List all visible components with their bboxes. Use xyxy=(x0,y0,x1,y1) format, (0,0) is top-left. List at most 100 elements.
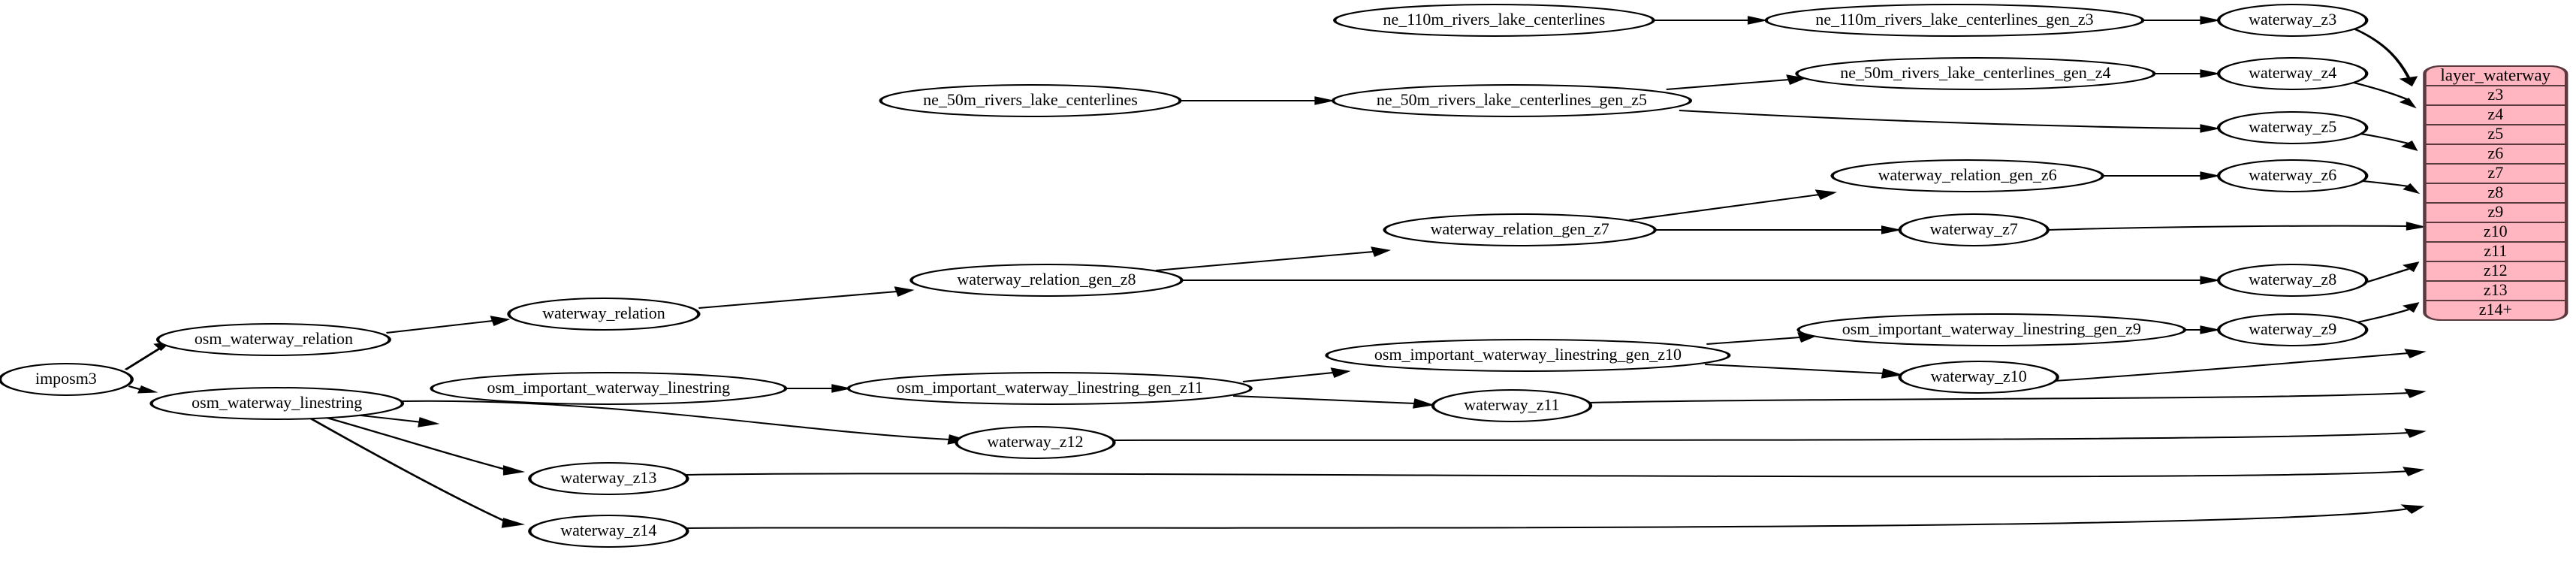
node-label: ne_50m_rivers_lake_centerlines_gen_z4 xyxy=(1840,63,2110,82)
layer-waterway-table: layer_waterwayz3z4z5z6z7z8z9z10z11z12z13… xyxy=(2423,65,2568,321)
node-ellipse xyxy=(955,426,1116,459)
edge-gen_z10-to-waterway_z10 xyxy=(1705,364,1904,379)
graph-node-osm_important_waterway_linestring[interactable]: osm_important_waterway_linestring xyxy=(430,372,788,405)
layer-table-row-label: z5 xyxy=(2487,124,2503,143)
node-ellipse xyxy=(846,372,1253,405)
graph-node-waterway_z4[interactable]: waterway_z4 xyxy=(2216,57,2369,90)
edge-waterway_relation_gen_z7-to-waterway_z7 xyxy=(1654,225,1902,234)
graph-node-ne_50m_rivers_lake_centerlines[interactable]: ne_50m_rivers_lake_centerlines xyxy=(879,84,1182,117)
node-label: waterway_z10 xyxy=(1931,367,2027,385)
graph-node-ne_110m_rivers_lake_centerlines_gen_z3[interactable]: ne_110m_rivers_lake_centerlines_gen_z3 xyxy=(1764,4,2145,37)
node-ellipse xyxy=(1898,361,2059,394)
graph-node-waterway_z14[interactable]: waterway_z14 xyxy=(528,515,689,548)
graph-node-waterway_relation_gen_z6[interactable]: waterway_relation_gen_z6 xyxy=(1830,159,2104,192)
node-ellipse xyxy=(1325,339,1731,372)
node-label: waterway_relation_gen_z6 xyxy=(1878,165,2057,184)
layer-table-row-z8[interactable]: z8 xyxy=(2424,183,2567,201)
layer-table-row-z13[interactable]: z13 xyxy=(2424,280,2567,299)
edge-osm_waterway_linestring-to-waterway_z14 xyxy=(309,418,526,528)
layer-table-row-z5[interactable]: z5 xyxy=(2424,124,2567,143)
edge-waterway_z11-to-layer-z11 xyxy=(1587,388,2427,403)
layer-table-row-z12[interactable]: z12 xyxy=(2424,261,2567,279)
node-ellipse xyxy=(528,462,689,495)
node-label: waterway_z11 xyxy=(1464,395,1559,414)
edge-waterway_z6-to-layer-z6 xyxy=(2354,180,2421,195)
graph-node-waterway_z9[interactable]: waterway_z9 xyxy=(2216,313,2369,346)
edge-waterway_z9-to-layer-z9 xyxy=(2353,302,2420,324)
edge-waterway_relation_gen_z8-to-gen_z7 xyxy=(1155,246,1392,271)
node-ellipse xyxy=(2216,159,2369,192)
graph-node-waterway_z8[interactable]: waterway_z8 xyxy=(2216,264,2369,297)
layer-table-row-z7[interactable]: z7 xyxy=(2424,163,2567,182)
edge-imposm3-to-osm_waterway_linestring xyxy=(128,385,158,394)
graph-node-waterway_z12[interactable]: waterway_z12 xyxy=(955,426,1116,459)
node-label: waterway_z13 xyxy=(560,468,656,487)
node-label: osm_waterway_relation xyxy=(195,329,353,348)
graph-node-waterway_z11[interactable]: waterway_z11 xyxy=(1431,389,1593,422)
graph-node-ne_50m_rivers_lake_centerlines_gen_z4[interactable]: ne_50m_rivers_lake_centerlines_gen_z4 xyxy=(1795,57,2156,90)
node-ellipse xyxy=(528,515,689,548)
layer-table-row-z14+[interactable]: z14+ xyxy=(2424,300,2567,319)
node-ellipse xyxy=(2216,4,2369,37)
graph-node-ne_110m_rivers_lake_centerlines[interactable]: ne_110m_rivers_lake_centerlines xyxy=(1333,4,1655,37)
edge-waterway_z14-to-layer-z14plus xyxy=(684,504,2425,529)
edge-gen_z11-to-gen_z10 xyxy=(1242,367,1351,382)
edge-waterway_relation-to-waterway_relation_gen_z8 xyxy=(698,286,915,309)
graph-node-waterway_z5[interactable]: waterway_z5 xyxy=(2216,111,2369,144)
layer-table-row-z11[interactable]: z11 xyxy=(2424,241,2567,260)
layer-table-row-label: z4 xyxy=(2487,104,2503,123)
node-ellipse xyxy=(0,363,134,396)
graph-node-osm_important_waterway_linestring_gen_z11[interactable]: osm_important_waterway_linestring_gen_z1… xyxy=(846,372,1253,405)
node-ellipse xyxy=(2216,264,2369,297)
graph-node-imposm3[interactable]: imposm3 xyxy=(0,363,134,396)
layer-table-header-label: layer_waterway xyxy=(2440,65,2550,84)
graph-node-waterway_z3[interactable]: waterway_z3 xyxy=(2216,4,2369,37)
layer-table-row-z10[interactable]: z10 xyxy=(2424,222,2567,240)
edge-ne50m_gen_z5-to-waterway_z5 xyxy=(1679,110,2221,133)
node-label: waterway_z7 xyxy=(1930,219,2018,238)
layer-table-row-z4[interactable]: z4 xyxy=(2424,104,2567,123)
node-ellipse xyxy=(1795,57,2156,90)
layer-table-row-z9[interactable]: z9 xyxy=(2424,202,2567,221)
edge-gen_z11-to-waterway_z11 xyxy=(1232,395,1435,409)
layer-table-row-label: z14+ xyxy=(2479,300,2512,319)
node-ellipse xyxy=(1764,4,2145,37)
edge-waterway_z4-to-layer-z4 xyxy=(2353,82,2417,109)
node-label: ne_110m_rivers_lake_centerlines_gen_z3 xyxy=(1815,10,2093,29)
graph-node-waterway_z13[interactable]: waterway_z13 xyxy=(528,462,689,495)
graph-node-osm_important_waterway_linestring_gen_z10[interactable]: osm_important_waterway_linestring_gen_z1… xyxy=(1325,339,1731,372)
graph-node-osm_waterway_linestring[interactable]: osm_waterway_linestring xyxy=(149,387,405,420)
graph-node-waterway_relation[interactable]: waterway_relation xyxy=(507,298,701,331)
edge-ne110m_gen_z3-to-waterway_z3 xyxy=(2143,16,2221,25)
graph-node-ne_50m_rivers_lake_centerlines_gen_z5[interactable]: ne_50m_rivers_lake_centerlines_gen_z5 xyxy=(1331,84,1693,117)
graph-node-osm_waterway_relation[interactable]: osm_waterway_relation xyxy=(155,323,391,356)
layer-table-row-z6[interactable]: z6 xyxy=(2424,144,2567,162)
edge-osm_waterway_linestring-to-waterway_z12 xyxy=(402,400,970,445)
edge-osm_waterway_linestring-to-waterway_z13 xyxy=(326,417,526,476)
node-label: waterway_z4 xyxy=(2249,63,2336,82)
layer-table-outline xyxy=(2423,65,2568,321)
node-ellipse xyxy=(430,372,788,405)
node-label: imposm3 xyxy=(35,369,97,388)
node-label: waterway_relation_gen_z8 xyxy=(957,270,1136,289)
graph-node-waterway_z7[interactable]: waterway_z7 xyxy=(1898,213,2050,246)
node-label: waterway_z5 xyxy=(2249,117,2336,136)
node-label: waterway_z9 xyxy=(2249,319,2336,338)
edge-waterway_z10-to-layer-z10 xyxy=(2054,349,2427,382)
node-label: waterway_z12 xyxy=(987,432,1083,451)
node-label: osm_important_waterway_linestring_gen_z1… xyxy=(1374,345,1682,364)
node-ellipse xyxy=(2216,57,2369,90)
node-ellipse xyxy=(1333,4,1655,37)
graph-node-waterway_z6[interactable]: waterway_z6 xyxy=(2216,159,2369,192)
graph-node-waterway_relation_gen_z8[interactable]: waterway_relation_gen_z8 xyxy=(909,264,1184,297)
graph-node-waterway_relation_gen_z7[interactable]: waterway_relation_gen_z7 xyxy=(1383,213,1657,246)
node-ellipse xyxy=(1898,213,2050,246)
node-ellipse xyxy=(909,264,1184,297)
edge-gen_z9-to-waterway_z9 xyxy=(2185,325,2221,334)
layer-table-row-z3[interactable]: z3 xyxy=(2424,85,2567,104)
layer-table-row-label: z11 xyxy=(2484,241,2507,260)
graph-node-osm_important_waterway_linestring_gen_z9[interactable]: osm_important_waterway_linestring_gen_z9 xyxy=(1796,313,2187,346)
graph-node-waterway_z10[interactable]: waterway_z10 xyxy=(1898,361,2059,394)
